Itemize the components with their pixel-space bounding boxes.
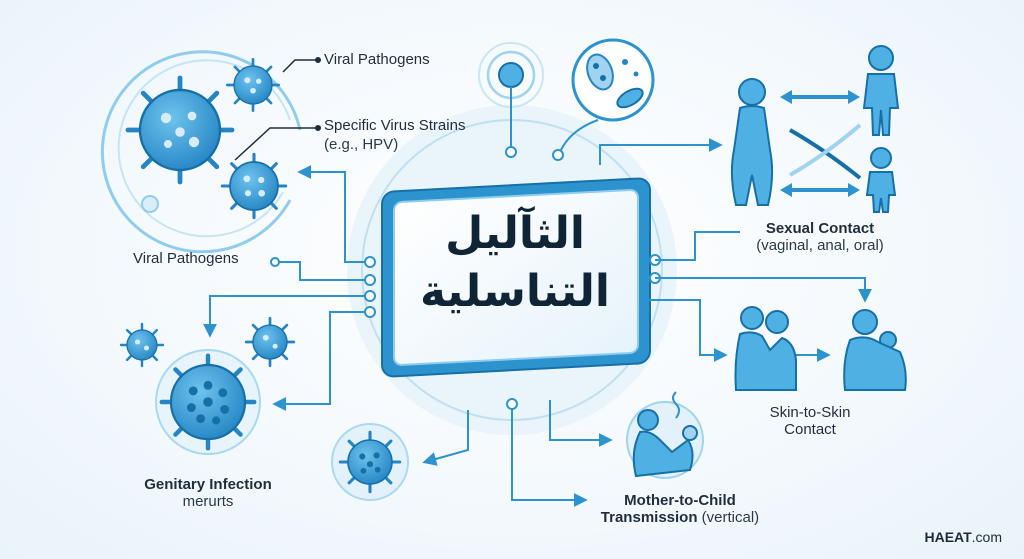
central-screen [381, 177, 651, 378]
orbit-dot [141, 195, 159, 213]
central-title: الثآليل التناسلية [395, 205, 635, 321]
label-specific-strains: Specific Virus Strains [324, 117, 466, 134]
label-genitary-infection-title: Genitary Infection [144, 476, 272, 493]
label-sexual-contact-sub: (vaginal, anal, oral) [756, 237, 884, 254]
brand-suffix: .com [971, 529, 1002, 545]
bacteria-icon [552, 38, 655, 161]
label-genitary-infection-sub: merurts [182, 493, 234, 510]
label-skin-to-skin: Skin-to-Skin Contact [735, 404, 885, 438]
connector-nodes [270, 254, 661, 410]
parent-child-embrace-icon [843, 309, 907, 391]
brand-name: HAEAT [924, 529, 972, 545]
left-connectors [203, 165, 613, 507]
virus-cluster-icon [155, 349, 261, 455]
female-figure-icon [730, 78, 774, 206]
label-sexual-contact: Sexual Contact (vaginal, anal, oral) [740, 220, 900, 254]
signal-icon [478, 42, 544, 158]
label-mother-child-sub: (vertical) [701, 509, 760, 526]
right-connectors [599, 138, 872, 362]
label-mother-child: Mother-to-Child Transmission (vertical) [580, 492, 780, 526]
label-mother-child-line1: Mother-to-Child [624, 492, 736, 509]
orbit-ring-inner [117, 59, 291, 238]
label-sexual-contact-title: Sexual Contact [765, 220, 875, 237]
label-specific-strains-example: (e.g., HPV) [324, 136, 399, 153]
label-genitary-infection: Genitary Infection merurts [128, 476, 288, 510]
virus-tiny-left-icon [119, 322, 165, 368]
virus-large-icon [125, 75, 235, 185]
virus-tiny-right-icon [244, 316, 296, 368]
virus-bottom-icon [331, 423, 409, 501]
title-line-1: الثآليل [445, 208, 585, 259]
label-skin-to-skin-line1: Skin-to-Skin [769, 404, 851, 421]
exchange-arrows-icon [780, 90, 862, 197]
mother-child-icon [626, 391, 704, 479]
label-viral-pathogens-top: Viral Pathogens [324, 51, 430, 68]
label-viral-pathogens-mid: Viral Pathogens [133, 250, 239, 267]
connector-viral-top [282, 59, 318, 73]
connector-strains [234, 127, 318, 161]
male-figure-icon [862, 45, 900, 136]
brand-logo: HAEAT.com [924, 529, 1002, 545]
label-skin-to-skin-line2: Contact [784, 421, 836, 438]
child-figure-icon [865, 147, 897, 213]
virus-small-icon [226, 58, 280, 112]
virus-medium-icon [220, 152, 288, 220]
title-line-2: التناسلية [420, 266, 610, 317]
orbit-ring [100, 50, 302, 254]
label-mother-child-line2: Transmission [600, 509, 698, 526]
couple-embrace-icon [734, 306, 797, 391]
